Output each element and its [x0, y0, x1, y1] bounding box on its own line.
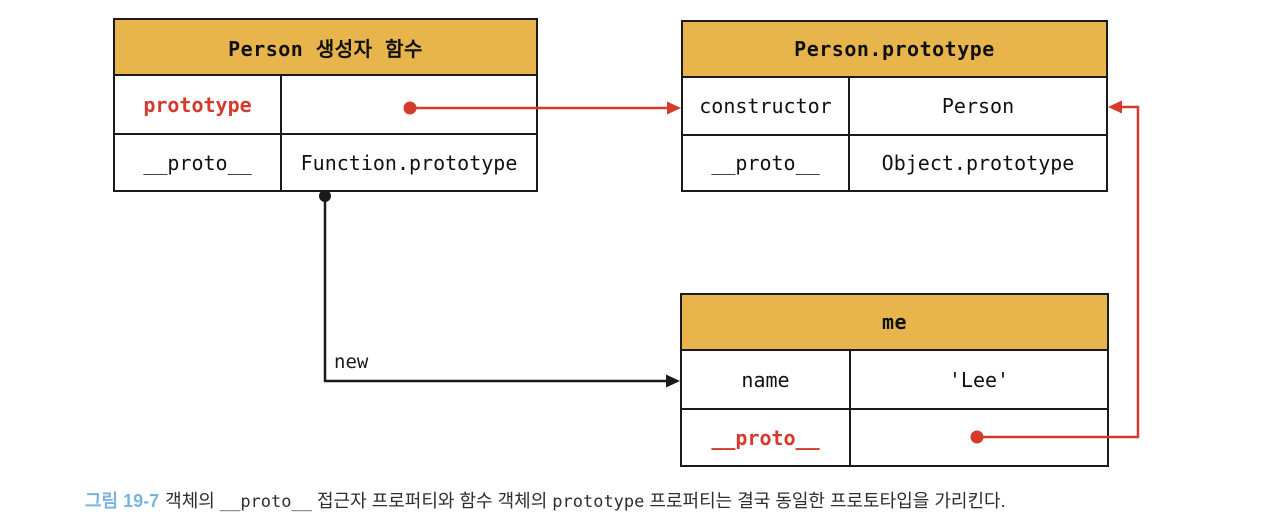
- table-row: constructor Person: [683, 78, 1106, 134]
- person-prototype-key-cell: prototype: [115, 76, 282, 133]
- caption-text-segment: 객체의: [165, 491, 220, 511]
- caption-code-proto: __proto__: [219, 492, 312, 512]
- person-proto-key-cell: __proto__: [115, 135, 282, 190]
- figure-number: 그림 19-7: [85, 491, 160, 511]
- constructor-value-cell: Person: [941, 94, 1015, 118]
- person-constructor-table-title: Person 생성자 함수: [115, 20, 536, 76]
- person-constructor-table: Person 생성자 함수 prototype __proto__ Functi…: [113, 18, 538, 192]
- person-prototype-value-cell: [282, 76, 536, 133]
- prototype-proto-value-cell: Object.prototype: [881, 151, 1075, 175]
- me-object-table: me name 'Lee' __proto__: [680, 293, 1109, 467]
- me-proto-key-cell: __proto__: [682, 410, 851, 465]
- table-row: __proto__ Function.prototype: [115, 133, 536, 190]
- prototype-proto-key-cell: __proto__: [683, 136, 850, 190]
- me-name-key-cell: name: [682, 351, 851, 408]
- caption-code-prototype: prototype: [552, 492, 645, 512]
- me-name-value-cell: 'Lee': [948, 367, 1010, 392]
- caption-text-segment: 접근자 프로퍼티와 함수 객체의: [311, 491, 553, 511]
- me-proto-value-cell: [851, 410, 1107, 465]
- person-prototype-object-table: Person.prototype constructor Person __pr…: [681, 20, 1108, 192]
- person-proto-value-cell: Function.prototype: [300, 150, 518, 175]
- table-row: prototype: [115, 76, 536, 133]
- table-row: __proto__: [682, 408, 1107, 465]
- caption-text-segment: 프로퍼티는 결국 동일한 프로토타입을 가리킨다.: [644, 491, 1006, 511]
- table-row: __proto__ Object.prototype: [683, 134, 1106, 190]
- new-operator-arrow: [319, 190, 680, 388]
- new-operator-label: new: [334, 351, 369, 373]
- constructor-key-cell: constructor: [683, 78, 850, 134]
- person-prototype-object-table-title: Person.prototype: [683, 22, 1106, 78]
- me-object-table-title: me: [682, 295, 1107, 351]
- table-row: name 'Lee': [682, 351, 1107, 408]
